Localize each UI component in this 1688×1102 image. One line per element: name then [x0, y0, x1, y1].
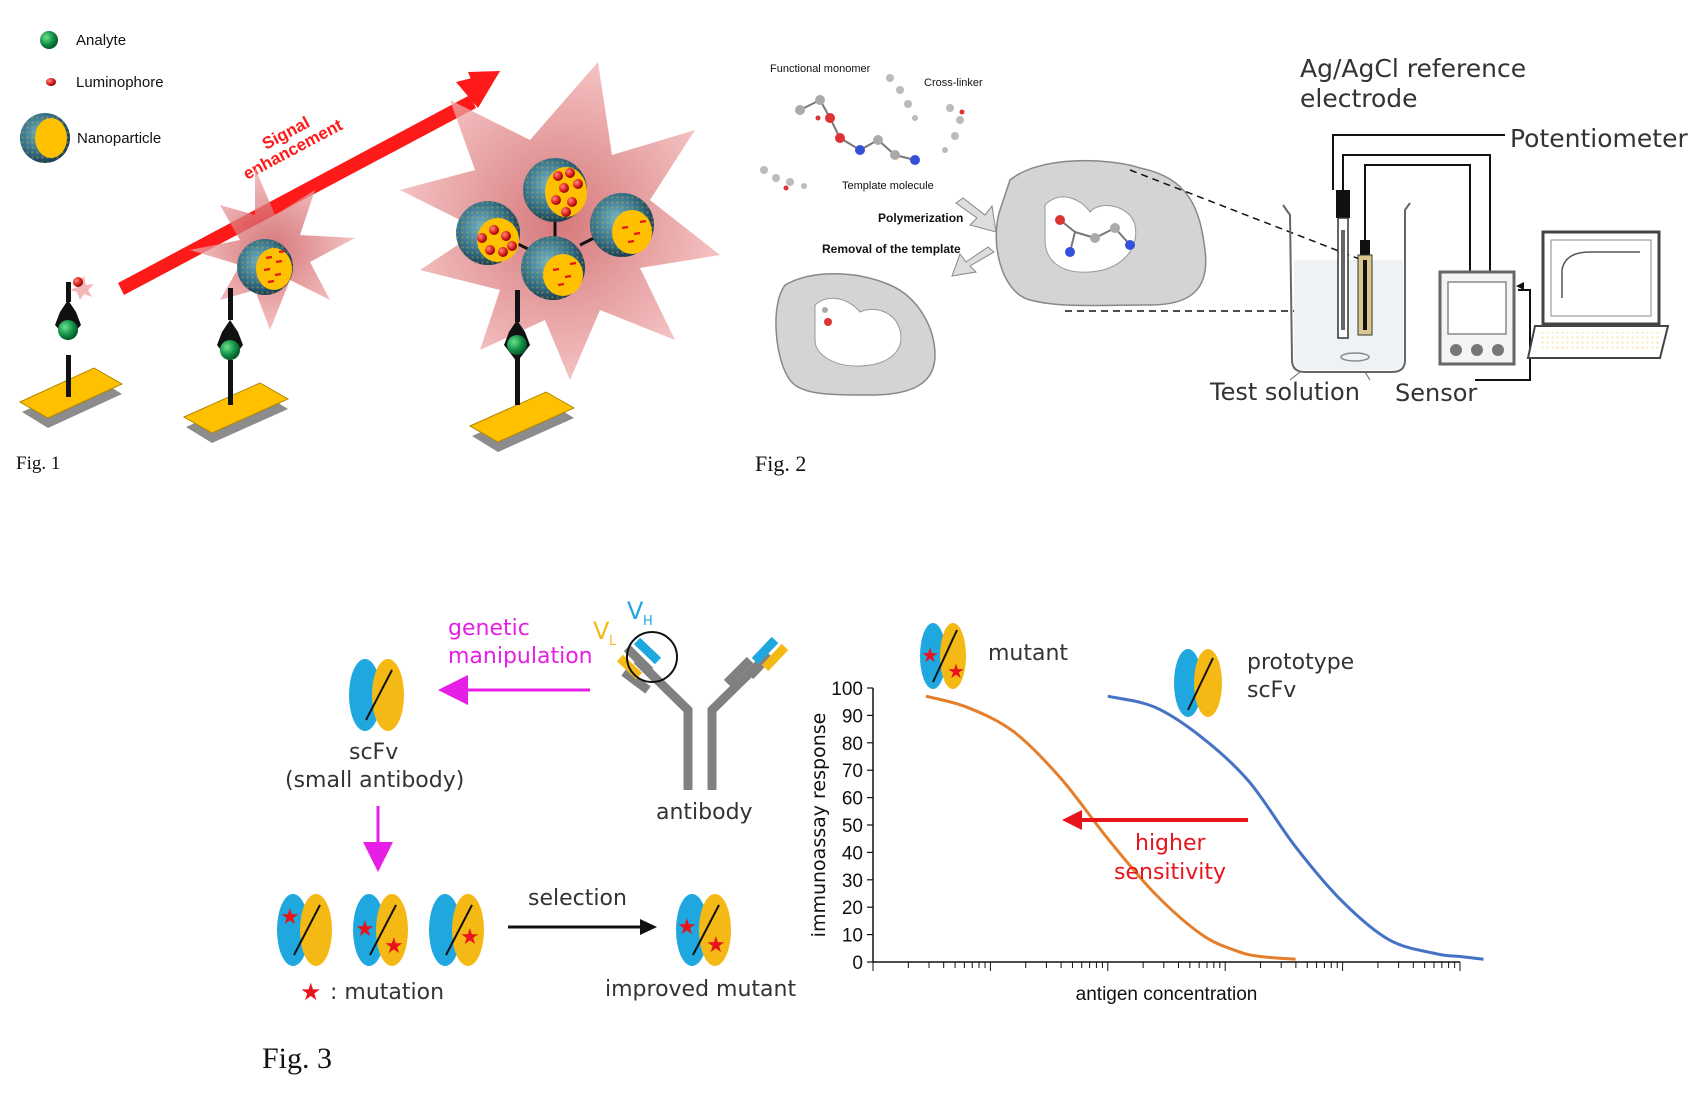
template-molecule-label: Template molecule [842, 180, 934, 192]
mutation-star-icon: ★ [921, 645, 939, 667]
reference-electrode-label-2: electrode [1300, 84, 1418, 113]
higher-label: higher [1135, 831, 1206, 856]
fig1-legend: Analyte Luminophore Nanoparticle [20, 31, 164, 163]
antibody-label: antibody [656, 800, 753, 825]
improved-mutant-label: improved mutant [605, 977, 796, 1002]
y-tick-label: 20 [842, 898, 863, 919]
y-tick-label: 100 [831, 679, 863, 700]
signal-enhancement-arrow [118, 71, 500, 295]
mutation-legend-star-icon: ★ [300, 979, 322, 1006]
y-tick-label: 0 [852, 953, 863, 974]
sensitivity-label: sensitivity [1114, 860, 1226, 885]
y-tick-label: 50 [842, 816, 863, 837]
crosslinker-molecules [760, 74, 965, 191]
imprinted-polymer-cavity [775, 272, 936, 396]
mutant-curve [925, 694, 1296, 961]
mutation-star-icon: ★ [355, 916, 375, 941]
analyte-icon [40, 31, 58, 49]
fig2-panel: Functional monomer Cross-linker Template… [755, 54, 1688, 476]
vh-label: V [627, 597, 644, 625]
y-axis-label: immunoassay response [808, 713, 830, 938]
potentiometer-label: Potentiometer [1510, 124, 1688, 153]
chart-prototype-icon [1174, 649, 1222, 717]
fig3-caption: Fig. 3 [262, 1042, 332, 1075]
y-tick-label: 70 [842, 761, 863, 782]
selection-label: selection [528, 886, 627, 911]
fig3-panel: V L V H antibody genetic manipulation sc… [262, 597, 1484, 1075]
projection-line-top [1129, 169, 1363, 261]
mutation-star-icon: ★ [460, 924, 480, 949]
removal-arrow [951, 246, 995, 277]
fig1-panel: Analyte Luminophore Nanoparticle Signal … [16, 31, 720, 474]
legend-analyte: Analyte [76, 32, 126, 49]
vl-label: V [593, 617, 610, 645]
cluster-np-top [523, 158, 587, 222]
test-solution-label: Test solution [1209, 378, 1360, 406]
sensor-luminophore [18, 276, 124, 428]
mutation-star-icon: ★ [677, 914, 697, 939]
scfv-icon [349, 659, 404, 731]
improved-mutant-icon: ★ ★ [676, 894, 731, 966]
y-tick-label: 90 [842, 706, 863, 727]
cluster-np-bottom [521, 236, 585, 300]
sensor-nanoparticle [182, 168, 355, 443]
y-tick-label: 40 [842, 843, 863, 864]
vl-subscript: L [609, 634, 617, 649]
legend-luminophore: Luminophore [76, 74, 164, 91]
prototype-scfv-label: scFv [1247, 678, 1296, 703]
laptop-icon [1526, 230, 1670, 359]
sensor-cluster [400, 62, 720, 452]
selection-arrowhead [640, 919, 657, 935]
potentiometer-device [1438, 270, 1524, 366]
y-tick-label: 10 [842, 926, 863, 947]
polymerization-arrow [955, 197, 997, 233]
scfv-mutant-1: ★ [277, 894, 332, 966]
monomer-molecule [795, 95, 920, 165]
sensor-electrode [1357, 240, 1373, 336]
fig2-caption: Fig. 2 [755, 451, 806, 476]
y-tick-label: 30 [842, 871, 863, 892]
removal-label: Removal of the template [822, 242, 961, 256]
prototype-label: prototype [1247, 650, 1354, 675]
imprinted-polymer-with-template [995, 159, 1207, 307]
scfv-mutant-2: ★ ★ [353, 894, 408, 966]
nanoparticle-icon [20, 113, 70, 163]
cross-linker-label: Cross-linker [924, 77, 983, 89]
mutant-label: mutant [988, 641, 1068, 666]
mutation-star-icon: ★ [384, 933, 404, 958]
mutation-star-icon: ★ [280, 904, 300, 929]
small-antibody-label: (small antibody) [285, 768, 464, 793]
mutant-library: ★ ★ ★ ★ [277, 894, 484, 966]
legend-nanoparticle: Nanoparticle [77, 130, 161, 147]
y-tick-label: 80 [842, 734, 863, 755]
y-tick-label: 60 [842, 789, 863, 810]
chart-mutant-icon: ★ ★ [920, 623, 966, 689]
scfv-label: scFv [349, 740, 398, 765]
mutation-star-icon: ★ [706, 932, 726, 957]
reference-electrode [1336, 190, 1350, 339]
higher-sensitivity-arrowhead [1062, 810, 1082, 830]
cluster-np-right [590, 193, 654, 257]
reference-electrode-label-1: Ag/AgCl reference [1300, 54, 1526, 83]
sensor-label: Sensor [1395, 379, 1477, 407]
functional-monomer-label: Functional monomer [770, 63, 871, 75]
manipulation-label: manipulation [448, 644, 593, 669]
antibody-icon [616, 636, 789, 790]
fig1-caption: Fig. 1 [16, 453, 60, 474]
scfv-mutant-3: ★ [429, 894, 484, 966]
mutation-star-icon: ★ [947, 661, 965, 683]
genetic-label: genetic [448, 616, 530, 641]
mutation-legend-label: : mutation [330, 980, 444, 1005]
cluster-np-left [456, 201, 520, 265]
x-axis-label: antigen concentration [1076, 984, 1258, 1005]
prototype-curve [1107, 694, 1484, 961]
vh-subscript: H [643, 614, 653, 629]
luminophore-icon [46, 78, 56, 86]
variable-region-circle [626, 631, 678, 683]
polymerization-label: Polymerization [878, 211, 963, 225]
